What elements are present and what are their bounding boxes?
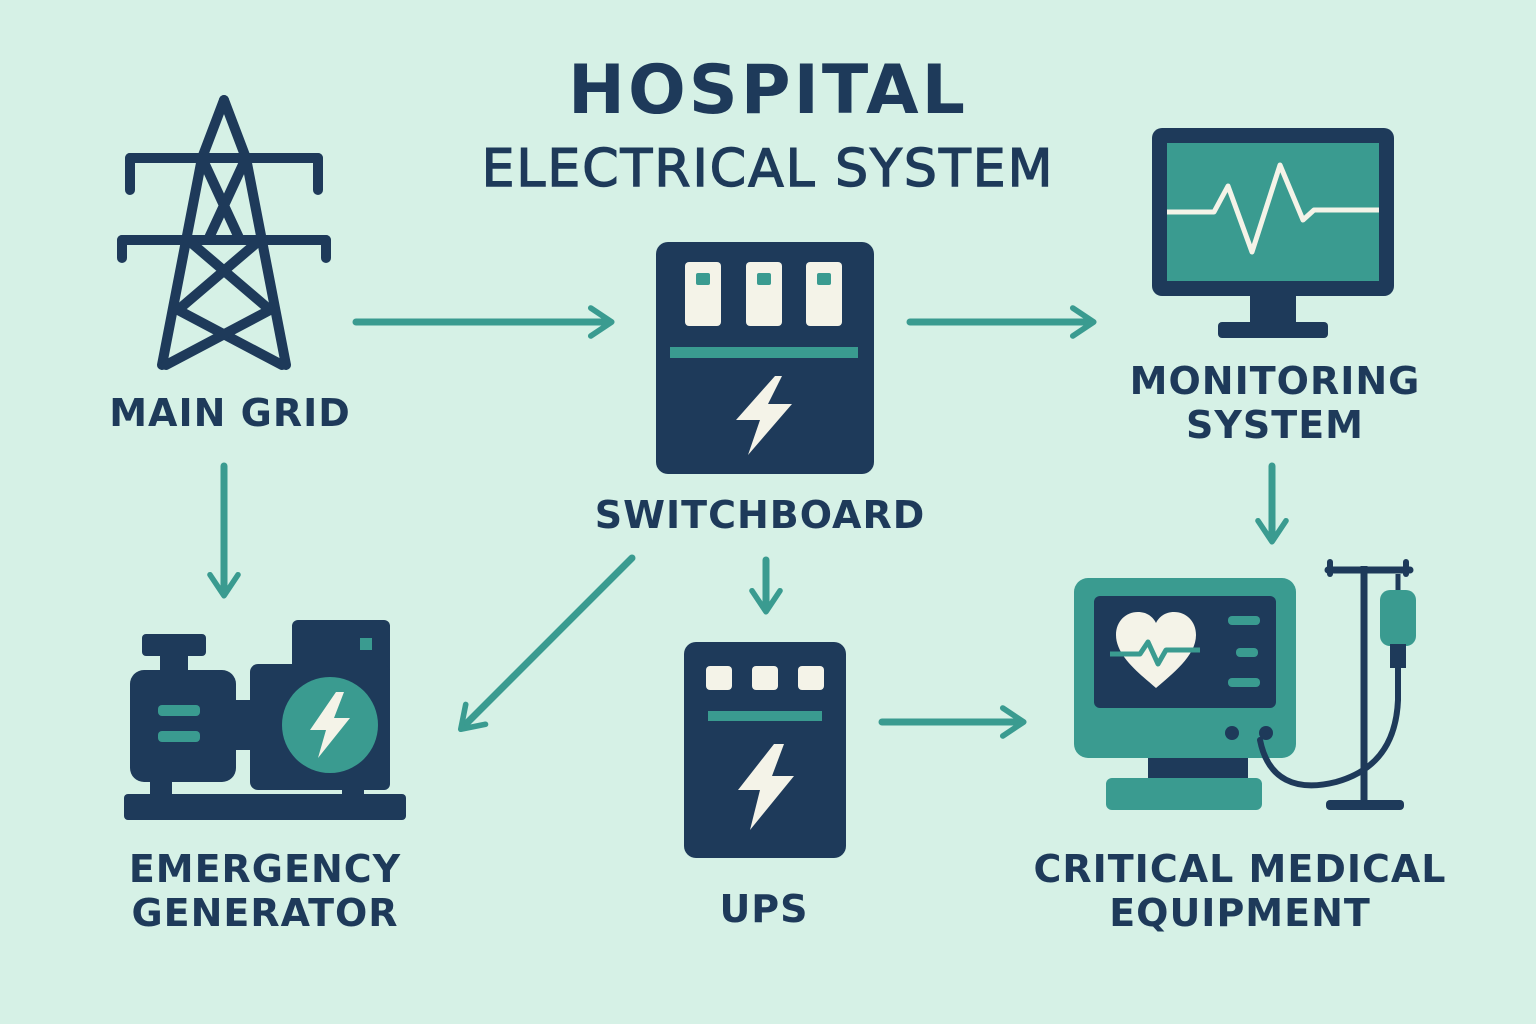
flow-arrows [207,305,1289,739]
critical-equipment-label: CRITICAL MEDICAL EQUIPMENT [1020,847,1460,935]
monitoring-label-line1: MONITORING [1129,359,1421,403]
switchboard-icon [656,242,874,474]
generator-label-line2: GENERATOR [131,890,399,935]
diagram-title: HOSPITAL [568,51,968,130]
heart-icon [1116,612,1196,688]
emergency-generator-label: EMERGENCY GENERATOR [90,847,440,935]
generator-label-line1: EMERGENCY [128,847,402,891]
ups-icon [684,642,846,858]
bolt-icon [736,376,792,455]
equipment-label-line2: EQUIPMENT [1109,890,1371,935]
medical-monitor-icon [1074,578,1296,810]
bolt-icon [310,692,350,758]
iv-stand-icon [1257,559,1416,810]
arrow-switchboard-to-generator [457,554,636,733]
main-grid-label: MAIN GRID [109,391,351,435]
generator-icon [124,620,406,820]
bolt-icon [738,744,794,830]
ups-label: UPS [719,887,809,931]
heartbeat-line [1167,162,1379,255]
diagram-subtitle: ELECTRICAL SYSTEM [481,139,1055,200]
monitoring-system-label: MONITORING SYSTEM [1100,359,1450,447]
monitor-icon [1152,128,1394,338]
switchboard-label: SWITCHBOARD [594,493,926,537]
equipment-label-line1: CRITICAL MEDICAL [1033,847,1447,891]
monitoring-label-line2: SYSTEM [1186,402,1364,447]
transmission-tower-icon [117,95,331,370]
